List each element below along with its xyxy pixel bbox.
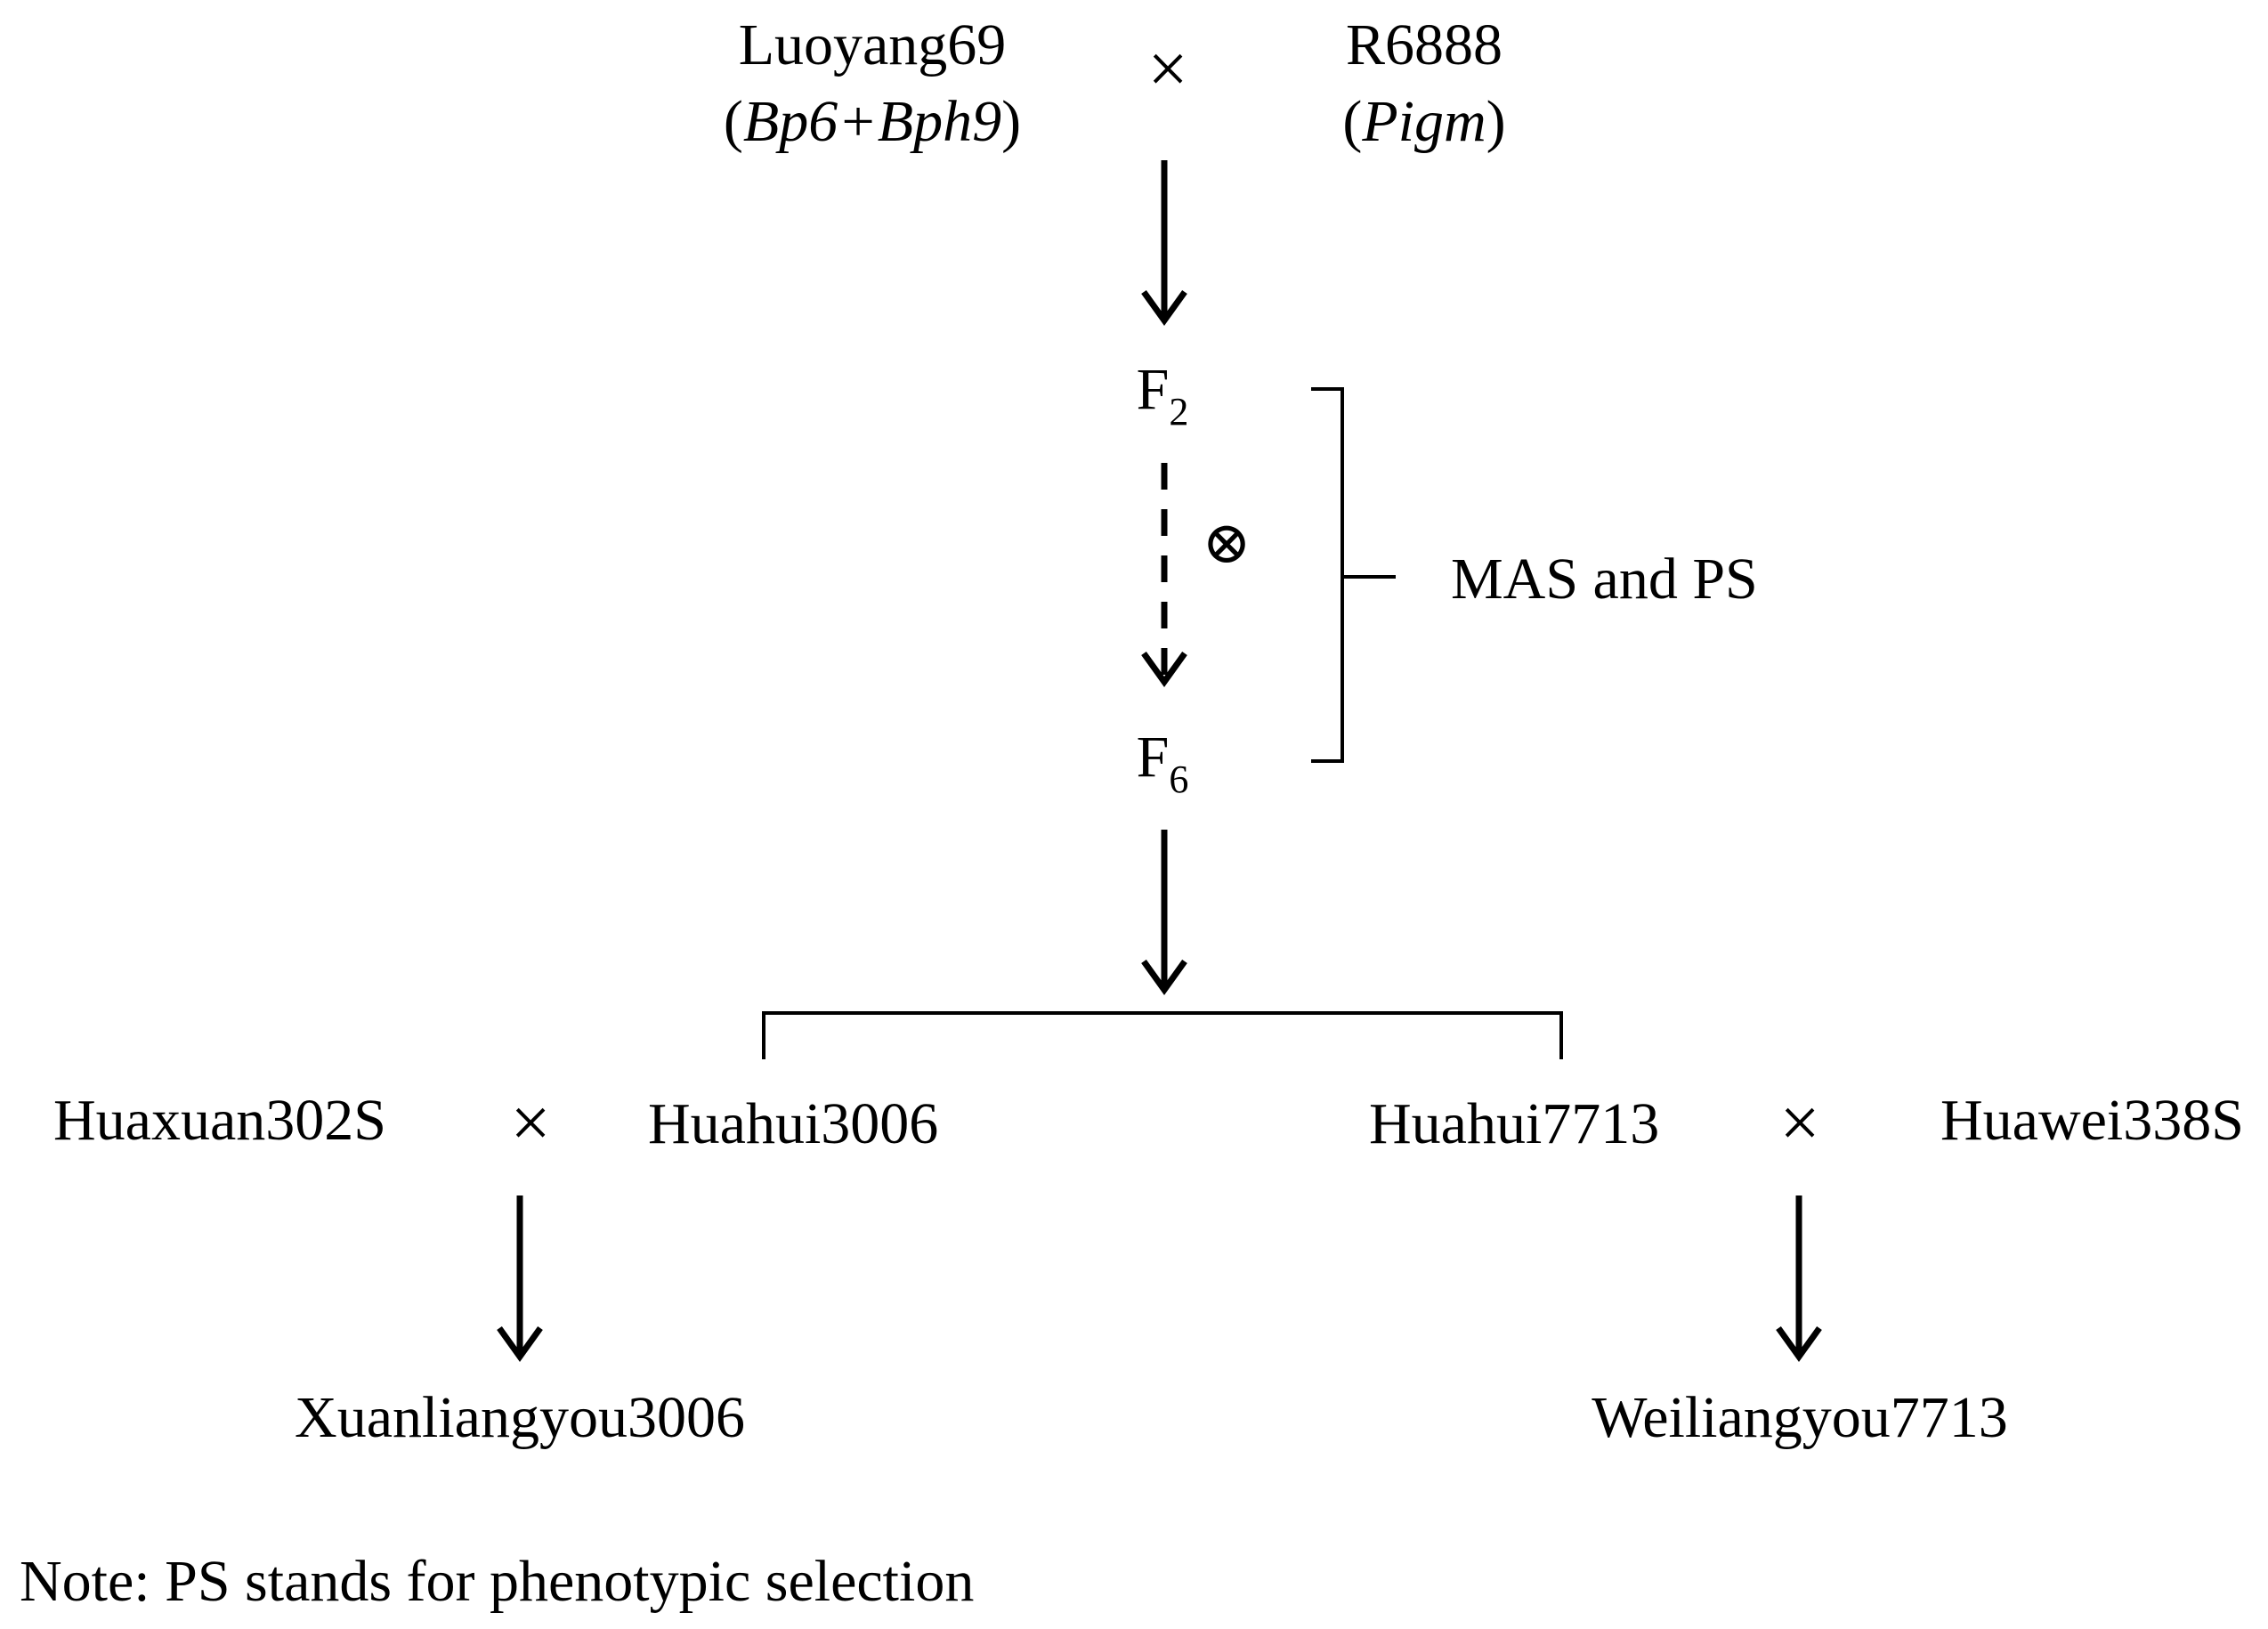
split-bracket: [762, 1011, 1563, 1059]
footnote: Note: PS stands for phenotypic selection: [20, 1549, 975, 1614]
arrow-f6-to-lines: [1141, 830, 1187, 995]
cross-symbol-right: ×: [1779, 1084, 1820, 1163]
f2-subscript: 2: [1169, 390, 1189, 434]
arrow-left-hybrid: [497, 1195, 543, 1362]
f6-letter: F: [1136, 725, 1170, 790]
f2-label: F2: [1137, 361, 1189, 432]
female-parent-name: Luoyang69: [738, 12, 1007, 77]
right-restorer-line: Huahui7713: [1369, 1091, 1660, 1156]
dashed-arrow-f2-to-f6: [1141, 463, 1187, 687]
f2-letter: F: [1136, 357, 1170, 422]
male-parent-genes: (Pigm): [1342, 93, 1505, 151]
gene-bp6: Bp6: [742, 89, 838, 154]
cross-symbol-parents: ×: [1147, 30, 1188, 109]
left-male-sterile-line: Huaxuan302S: [53, 1088, 386, 1153]
gene-plus: +: [838, 89, 878, 154]
left-hybrid: Xuanliangyou3006: [295, 1385, 745, 1450]
female-parent-genes: (Bp6+Bph9): [724, 93, 1021, 151]
left-restorer-line: Huahui3006: [648, 1091, 939, 1156]
selection-bracket: [1311, 387, 1396, 763]
right-hybrid: Weiliangyou7713: [1592, 1385, 2008, 1450]
paren-open: (: [723, 89, 743, 154]
paren-close: ): [1486, 89, 1506, 154]
selfing-symbol: ⊗: [1202, 511, 1251, 576]
paren-close: ): [1001, 89, 1022, 154]
arrow-right-hybrid: [1776, 1195, 1822, 1362]
right-male-sterile-line: Huawei338S: [1940, 1088, 2244, 1153]
gene-bph9: Bph9: [877, 89, 1002, 154]
f6-subscript: 6: [1169, 758, 1189, 801]
cross-symbol-left: ×: [510, 1084, 551, 1163]
paren-open: (: [1342, 89, 1363, 154]
male-parent-name: R6888: [1345, 12, 1503, 77]
selection-label: MAS and PS: [1451, 547, 1758, 612]
f6-label: F6: [1136, 725, 1189, 799]
gene-pigm: Pigm: [1362, 89, 1486, 154]
arrow-cross-to-f2: [1141, 160, 1187, 326]
